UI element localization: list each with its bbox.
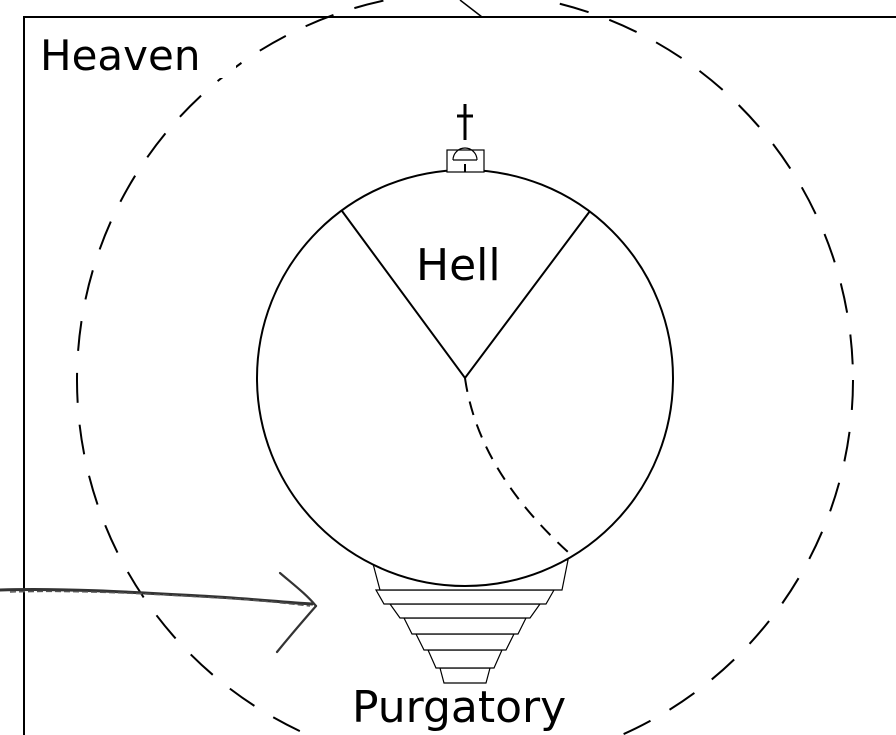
jerusalem-building <box>446 104 485 173</box>
terrace <box>403 617 527 635</box>
arrow-head-upper <box>278 571 318 608</box>
terrace <box>439 667 491 684</box>
passage-path <box>464 377 569 553</box>
diagram-frame <box>23 16 896 735</box>
top-edge-line <box>459 0 483 18</box>
heaven-label: Heaven <box>40 31 200 80</box>
hell-label: Hell <box>416 240 501 291</box>
terrace <box>427 649 503 669</box>
terrace <box>374 589 556 605</box>
heaven-circle <box>76 0 854 735</box>
terrace <box>388 603 542 619</box>
purgatory-label-mask <box>348 678 596 735</box>
terrace <box>415 633 515 651</box>
arrow-shaft <box>0 587 314 606</box>
arrow-shaft-texture <box>9 590 311 607</box>
heaven-label-mask <box>36 26 236 78</box>
arrow-head-lower <box>275 604 318 654</box>
purgatory-label: Purgatory <box>352 682 566 733</box>
dome-icon <box>452 147 478 161</box>
sketch-arrow <box>0 571 318 654</box>
